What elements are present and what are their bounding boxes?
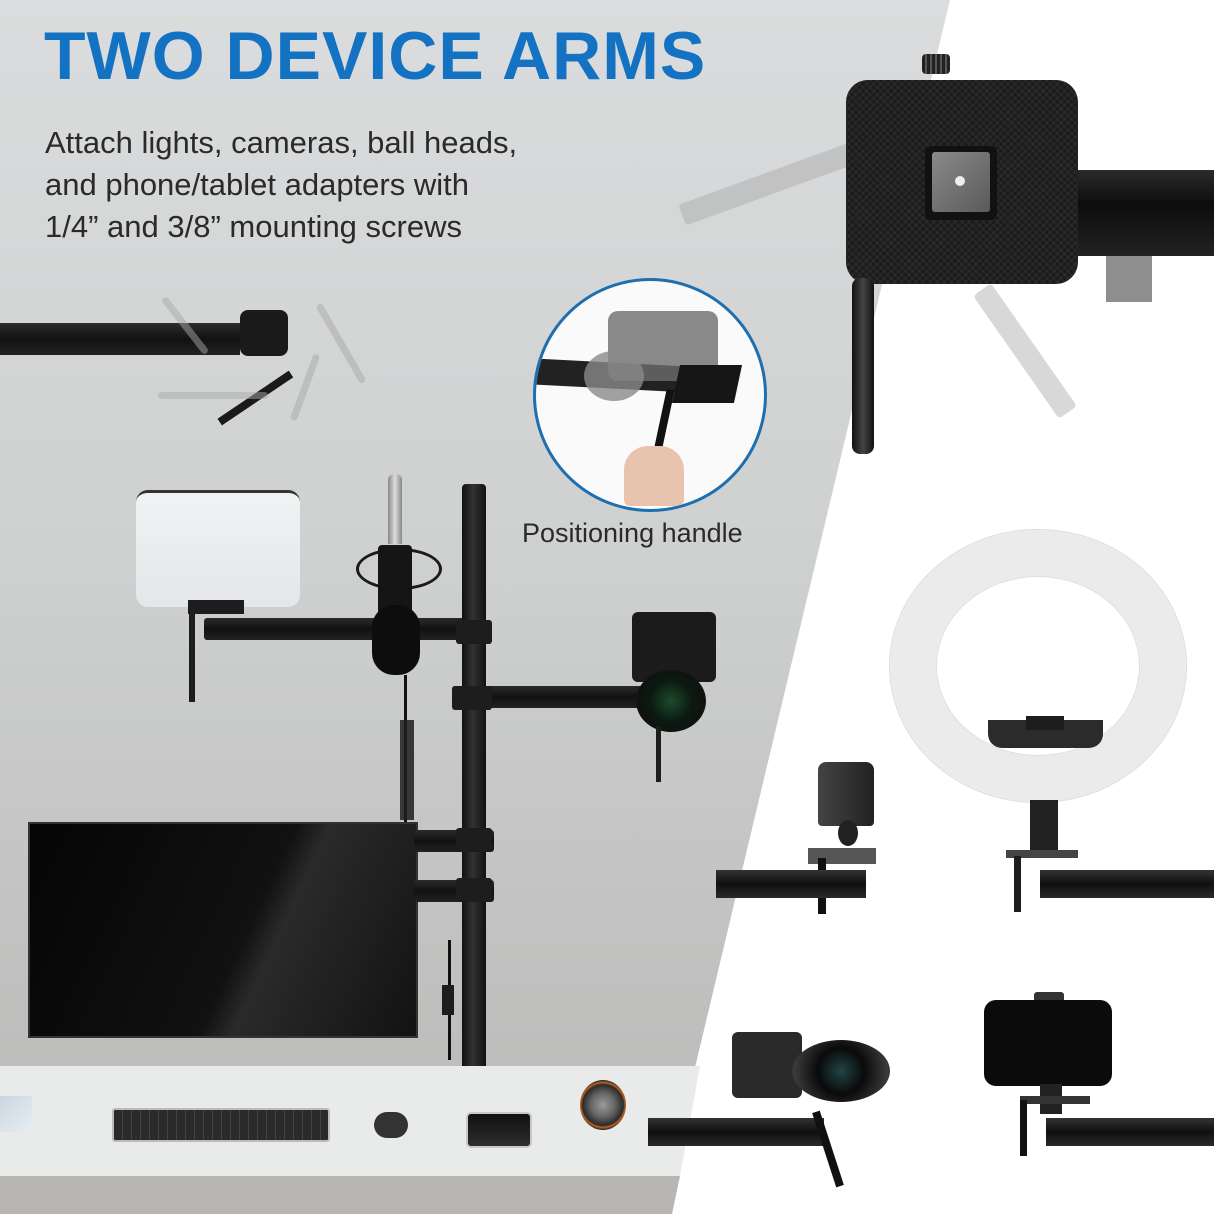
inset-caption: Positioning handle [522,518,743,548]
device-arm [1040,870,1214,898]
mouse [374,1112,408,1138]
device-plate [671,365,743,403]
device-plate [1006,850,1078,858]
desk-edge [0,1176,680,1214]
pole-clamp [452,686,492,710]
mic-windscreen [372,605,420,675]
cable-clip [1106,256,1152,302]
positioning-handle [1014,856,1021,912]
device-arm [1046,1118,1214,1146]
panel-light [136,490,300,607]
hand [624,446,684,506]
camera-body [732,1032,802,1098]
headline: TWO DEVICE ARMS [44,18,707,94]
screw-hole [955,176,965,186]
camera-lens [636,670,706,732]
positioning-handle [189,608,195,702]
camera-lens [792,1040,890,1102]
lens-ghost [584,351,644,401]
device-arm-right [452,686,652,708]
keyboard [112,1108,330,1142]
device-plate [1020,1096,1090,1104]
hot-shoe [1026,716,1064,730]
ball-head [818,762,874,826]
positioning-handle [852,278,874,454]
thumb-screw [922,54,950,74]
subtitle-line: 1/4” and 3/8” mounting screws [45,209,462,244]
positioning-handle [1020,1100,1027,1156]
headphones [580,1080,626,1130]
pole-clamp [456,828,492,852]
positioning-handle [656,726,661,782]
ball-joint [838,820,858,846]
monitor [28,822,418,1038]
positioning-handle [653,388,675,454]
light-mount [188,600,244,614]
pole-clamp [456,878,492,902]
device-arm-left [204,618,474,640]
arm-segment [1078,170,1214,256]
light-bracket [1030,800,1058,852]
device-arm [716,870,866,898]
pole-clamp [456,620,492,644]
tilt-joint [240,310,288,356]
ring-light [890,530,1186,802]
device-arm [648,1118,824,1146]
ghost-handle [158,392,268,399]
mount-pole [462,484,486,1080]
positioning-handle-inset [533,278,767,512]
smartphone [984,1000,1112,1086]
subtitle-line: and phone/tablet adapters with [45,167,469,202]
power-brick [442,985,454,1015]
subtitle: Attach lights, cameras, ball heads, and … [45,122,517,248]
microphone-tip [388,474,402,544]
magazine [0,1096,32,1132]
smartphone-on-desk [466,1112,532,1148]
subtitle-line: Attach lights, cameras, ball heads, [45,125,518,160]
mic-clip [400,720,414,820]
